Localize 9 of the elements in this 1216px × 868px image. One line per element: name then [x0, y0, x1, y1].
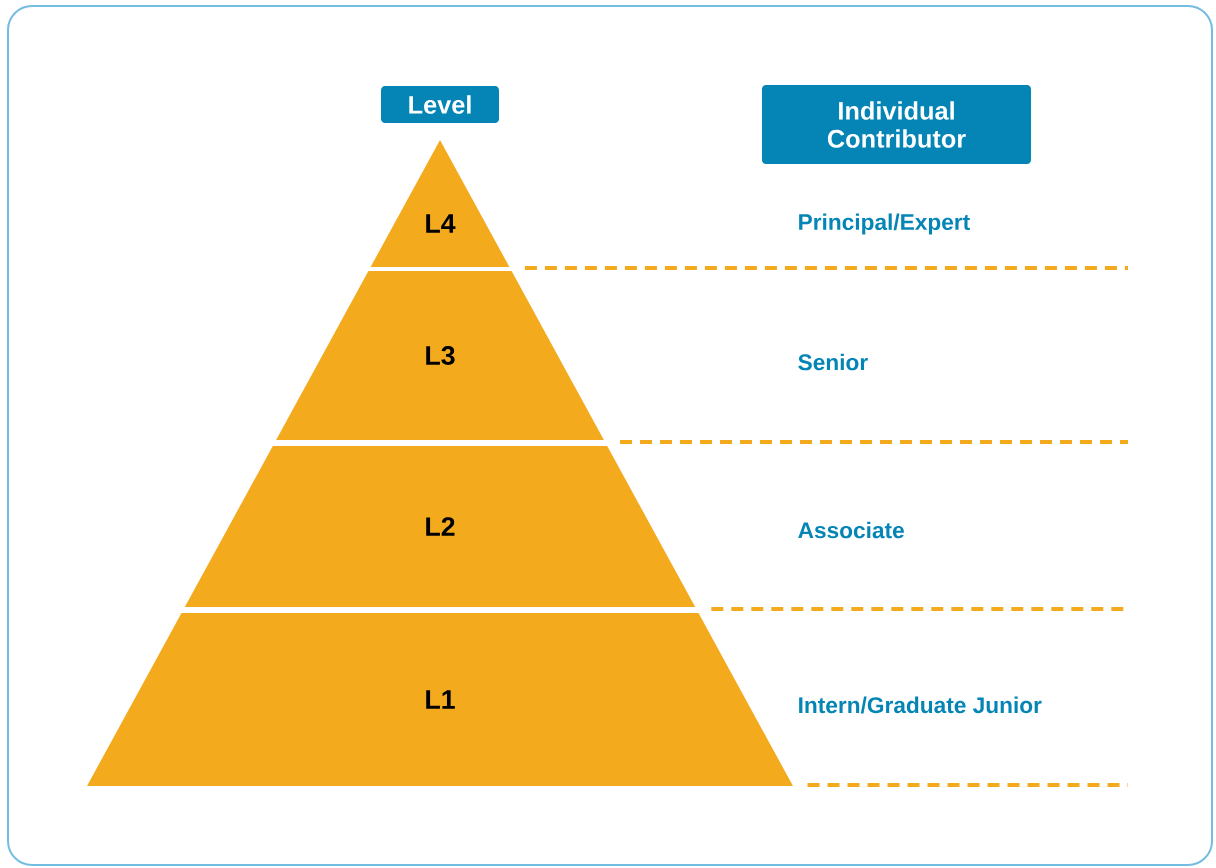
header-box: Level	[381, 85, 499, 124]
header-box: Individual Contributor	[762, 85, 1032, 164]
pyramid-band: L4	[370, 140, 510, 267]
role-label: Associate	[798, 521, 904, 539]
pyramid-band: L3	[276, 271, 604, 440]
pyramid-band: L1	[87, 613, 793, 786]
role-label: Senior	[798, 353, 868, 371]
role-label: Principal/Expert	[799, 213, 970, 235]
pyramid-band: L2	[184, 446, 696, 607]
